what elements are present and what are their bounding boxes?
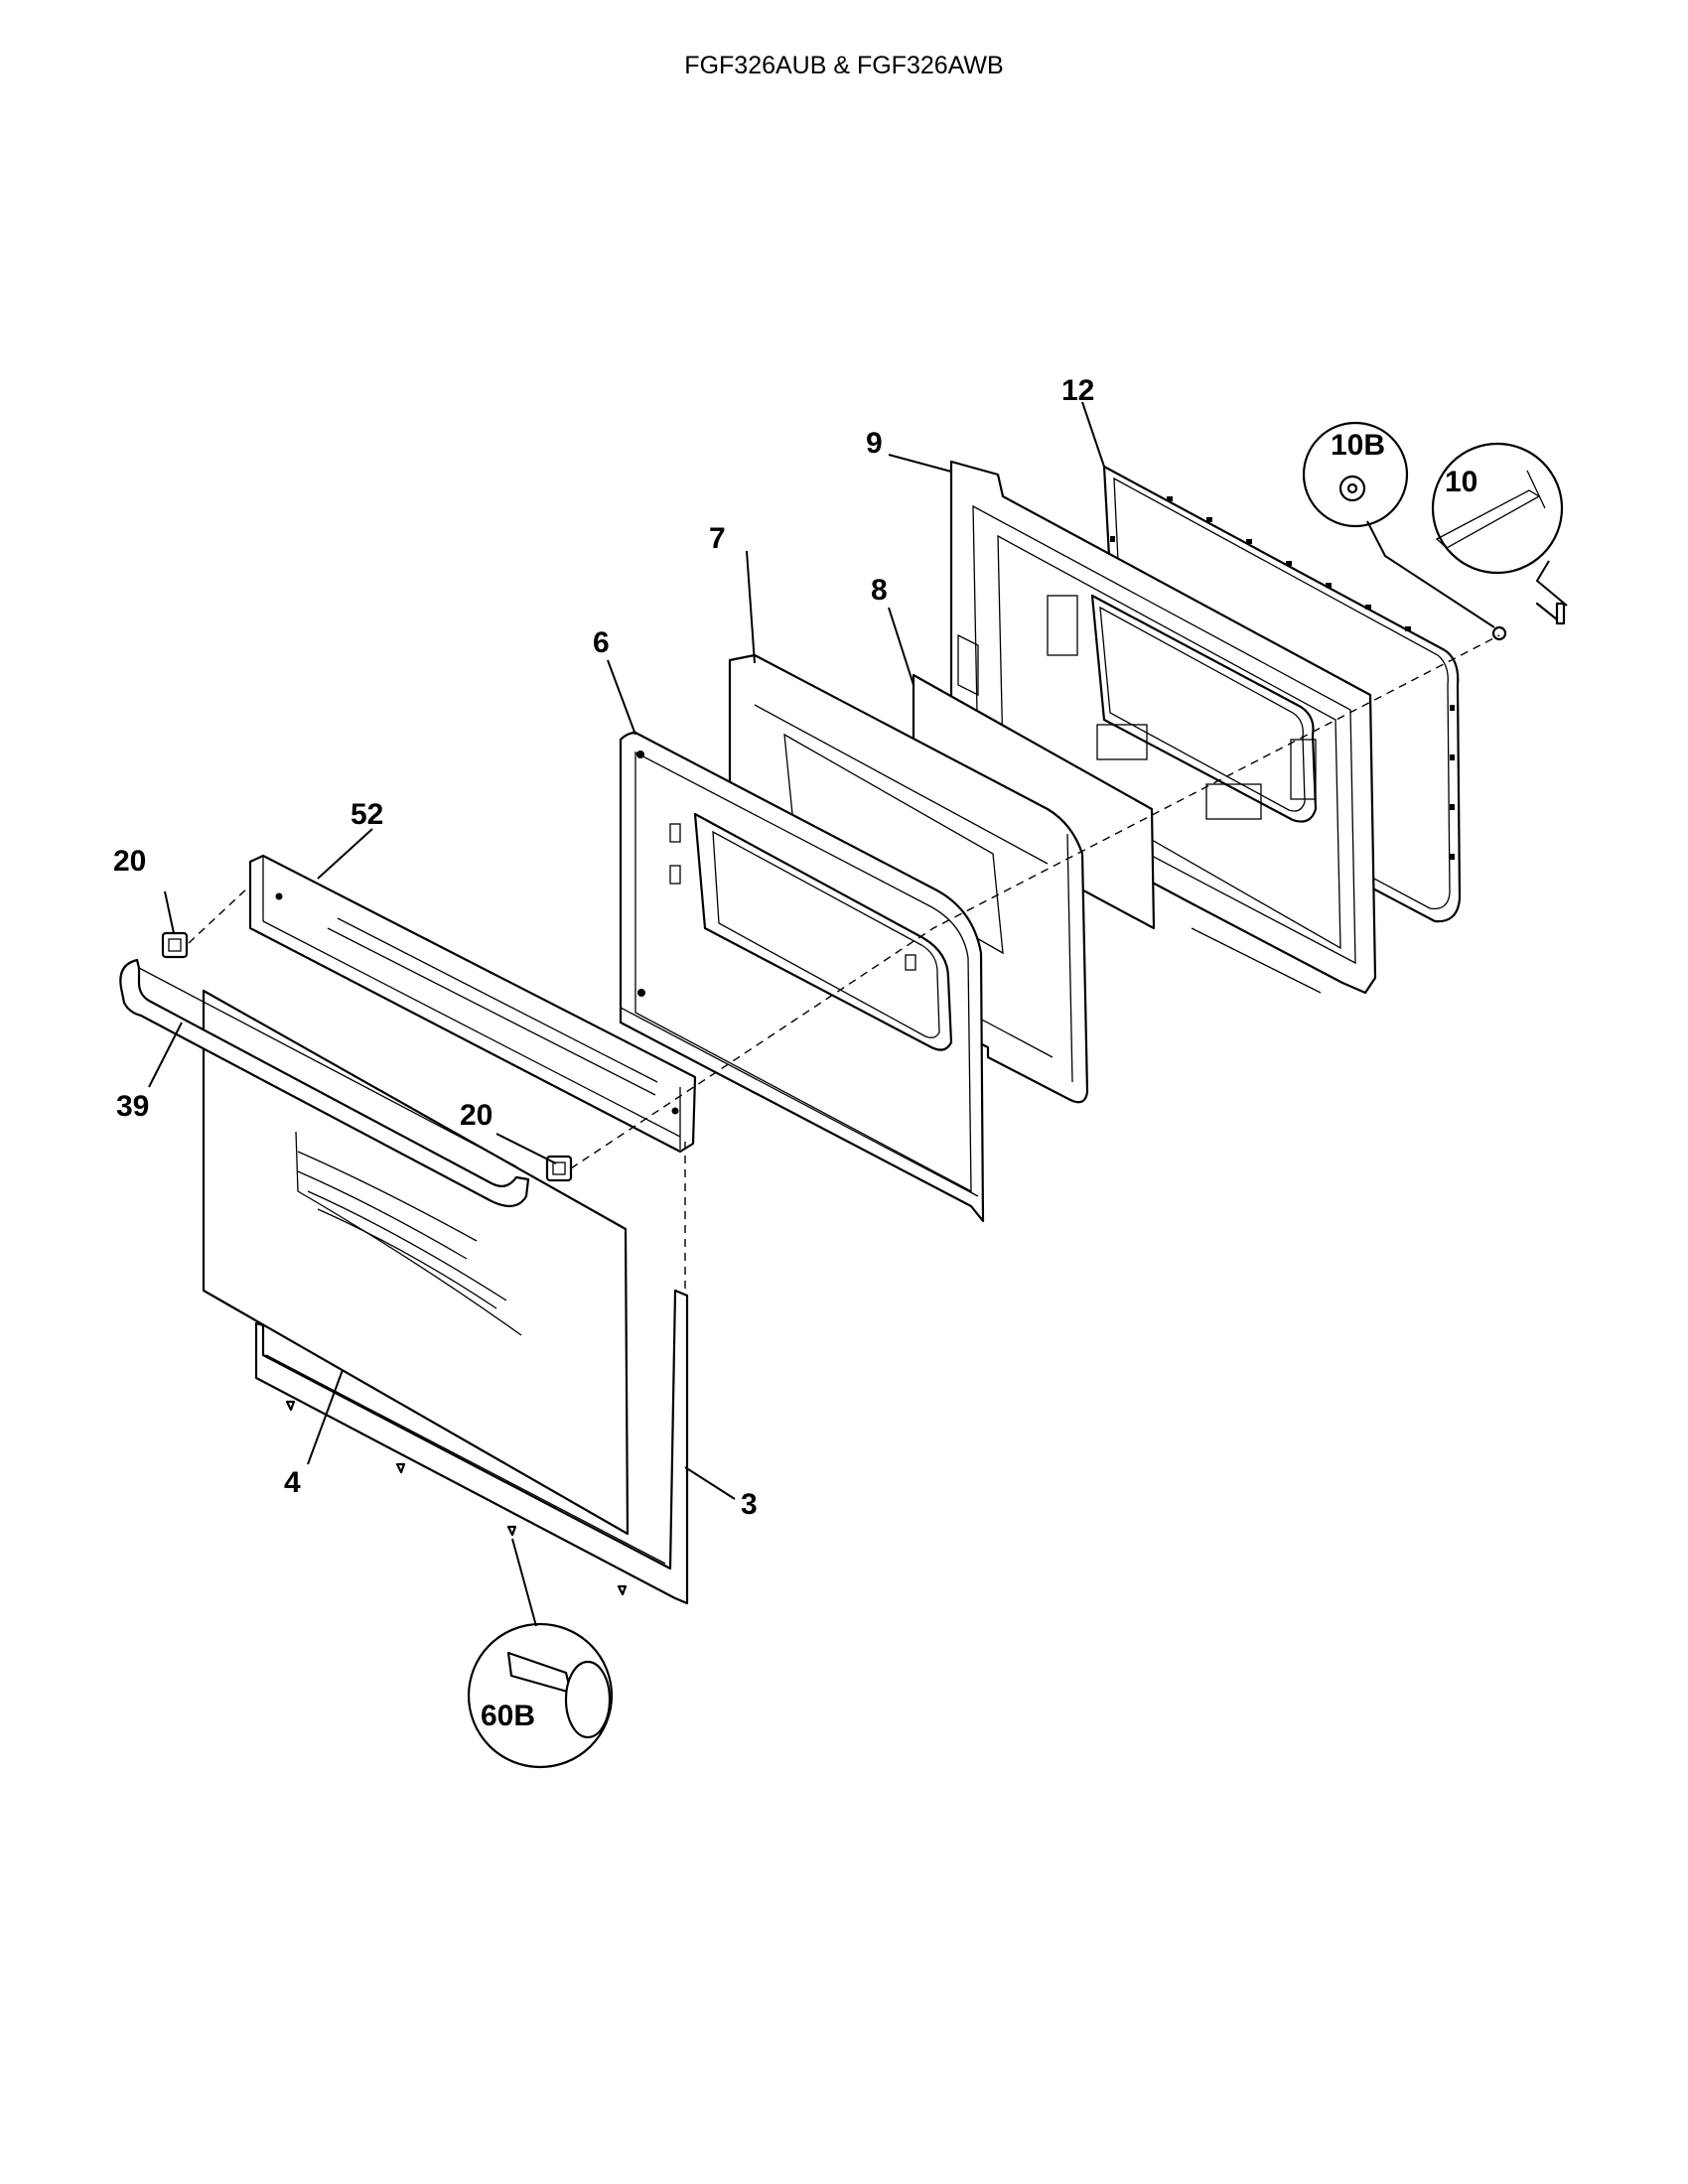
callout-7: 7 (709, 522, 726, 555)
part-3-outer-door-panel (254, 1289, 689, 1605)
callout-20-right: 20 (460, 1099, 492, 1132)
screw-small-set (285, 1400, 628, 1596)
part-10b-washer (1491, 625, 1507, 641)
callout-4: 4 (284, 1466, 301, 1499)
part-39-door-handle (119, 958, 530, 1208)
callout-10: 10 (1445, 466, 1477, 498)
callout-12: 12 (1061, 374, 1094, 407)
part-6-door-panel (619, 731, 985, 1223)
callout-labels: 12 9 10B 10 7 8 6 52 20 20 39 4 3 60B (113, 374, 1477, 1732)
assembly-axis-lines (188, 634, 1500, 1289)
part-10-screw (1535, 602, 1566, 625)
part-20-handle-cap-left (161, 931, 189, 959)
part-9-inner-door-panel (949, 460, 1377, 995)
callout-9: 9 (866, 427, 883, 460)
callout-39: 39 (116, 1090, 149, 1123)
callout-8: 8 (871, 574, 888, 607)
page-title: FGF326AUB & FGF326AWB (684, 52, 1004, 79)
callout-3: 3 (741, 1488, 758, 1521)
callout-52: 52 (351, 798, 383, 831)
detail-circle-10b (1302, 421, 1409, 528)
part-52-vent-trim (248, 854, 697, 1154)
part-12-door-liner-frame (1102, 465, 1462, 923)
leader-lines (148, 401, 1568, 1627)
callout-60b: 60B (481, 1700, 535, 1732)
callout-10b: 10B (1331, 429, 1385, 462)
detail-circle-10 (1431, 442, 1564, 575)
callout-6: 6 (593, 626, 610, 659)
callout-20-left: 20 (113, 845, 146, 878)
detail-circle-60b (467, 1622, 614, 1769)
